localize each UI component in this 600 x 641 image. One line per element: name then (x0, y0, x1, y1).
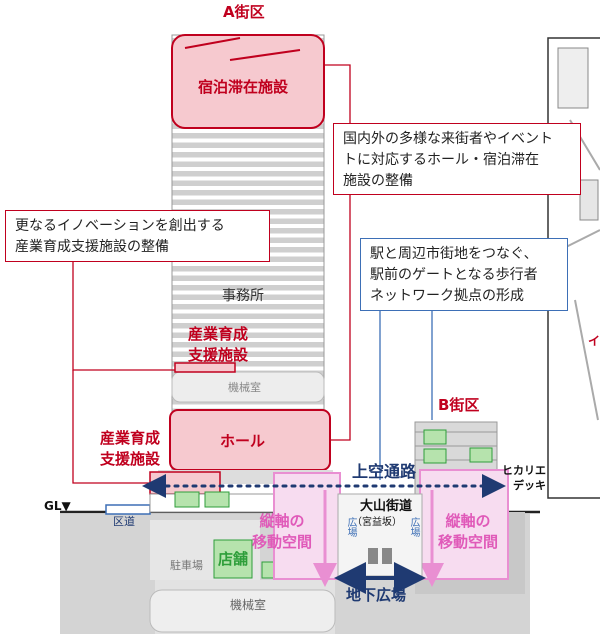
ward-road-label: 区道 (113, 515, 135, 528)
underground-plaza-label: 地下広場 (346, 586, 407, 604)
industry-lower-label: 産業育成 支援施設 (100, 428, 160, 470)
plaza-left-label: 広場 (345, 517, 356, 537)
gl-label: GL▼ (44, 499, 71, 513)
shop-block (213, 539, 253, 579)
industry-lower-line1: 産業育成 (100, 429, 161, 447)
vertical-right-label: 縦軸の 移動空間 (438, 511, 498, 553)
parking-label: 駐車場 (170, 559, 203, 572)
lodging-callout-line2: トに対応するホール・宿泊滞在 (343, 152, 539, 168)
vertical-left-label: 縦軸の 移動空間 (252, 511, 312, 553)
plaza-right-label: 広場 (408, 517, 419, 537)
shop-label: 店舗 (218, 550, 249, 568)
vertical-right-line2: 移動空間 (438, 533, 499, 551)
district-b-label: B街区 (438, 396, 480, 414)
industry-lower-line2: 支援施設 (100, 450, 161, 468)
ward-road-marker (105, 504, 151, 515)
vertical-left-line2: 移動空間 (252, 533, 313, 551)
lodging-callout-line3: 施設の整備 (343, 173, 413, 189)
leader-lines-red (72, 64, 351, 484)
industry-callout: 更なるイノベーションを創出する 産業育成支援施設の整備 (5, 210, 270, 262)
district-a-label: A街区 (223, 3, 265, 21)
industry-callout-line2: 産業育成支援施設の整備 (15, 239, 169, 255)
leader-lines-blue (379, 311, 433, 480)
hikarie-line1: ヒカリエ (502, 464, 546, 477)
map-fragment-label: イ (588, 334, 600, 348)
lodging-block (171, 34, 325, 129)
network-callout: 駅と周辺市街地をつなぐ、 駅前のゲートとなる歩行者 ネットワーク拠点の形成 (360, 238, 568, 311)
miyamasuzaka-label: （宮益坂） (352, 517, 402, 528)
network-callout-line2: 駅前のゲートとなる歩行者 (370, 267, 538, 283)
vertical-right-line1: 縦軸の (445, 512, 491, 530)
industry-upper-line2: 支援施設 (188, 346, 249, 364)
industry-lower-block (149, 471, 221, 495)
network-callout-line1: 駅と周辺市街地をつなぐ、 (370, 246, 538, 262)
industry-upper-line1: 産業育成 (188, 325, 249, 343)
industry-upper-label: 産業育成 支援施設 (188, 324, 248, 366)
skyway-label: 上空通路 (352, 462, 417, 481)
machine-room-lower-label: 機械室 (230, 598, 267, 612)
lodging-label: 宿泊滞在施設 (198, 78, 289, 96)
industry-upper-block (174, 362, 236, 373)
lodging-callout: 国内外の多様な来街者やイベント トに対応するホール・宿泊滞在 施設の整備 (333, 123, 581, 195)
vertical-left-line1: 縦軸の (259, 512, 305, 530)
office-label: 事務所 (222, 288, 264, 304)
hikarie-deck-label: ヒカリエ デッキ (502, 463, 546, 493)
machine-room-upper-label: 機械室 (228, 381, 261, 394)
network-callout-line3: ネットワーク拠点の形成 (370, 288, 524, 304)
hikarie-line2: デッキ (513, 479, 546, 492)
industry-callout-line1: 更なるイノベーションを創出する (15, 218, 225, 234)
machine-room-upper-block (171, 371, 325, 403)
hall-label: ホール (220, 432, 266, 450)
oyama-street-label: 大山街道 (360, 499, 413, 514)
lodging-callout-line1: 国内外の多様な来街者やイベント (343, 131, 553, 147)
